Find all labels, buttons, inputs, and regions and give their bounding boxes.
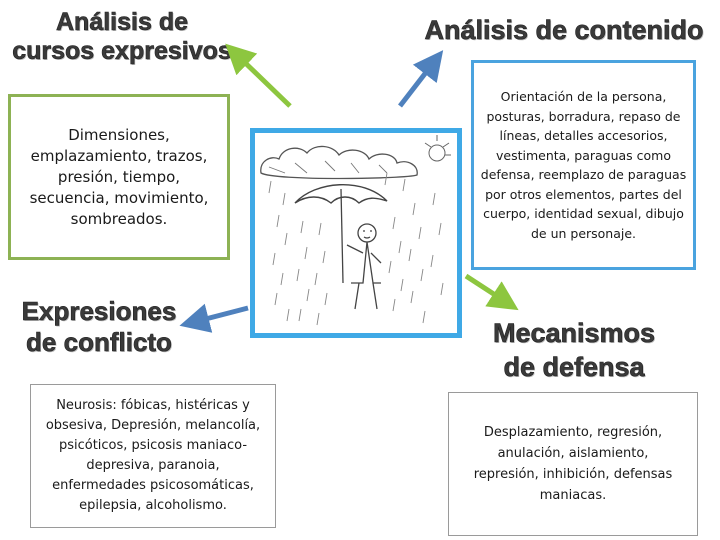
cloud-shape: [260, 145, 418, 180]
box-contenido-text: Orientación de la persona, posturas, bor…: [480, 89, 687, 241]
arrow-to-conflicto: [179, 303, 249, 333]
arrow-to-contenido: [398, 50, 444, 108]
box-contenido: Orientación de la persona, posturas, bor…: [471, 60, 696, 270]
heading-contenido: Análisis de contenido: [424, 15, 704, 46]
box-defensa-text: Desplazamiento, regresión, anulación, ai…: [473, 425, 673, 503]
arrow-to-expresivos: [225, 43, 292, 108]
rain-lines: [268, 172, 444, 326]
heading-expresivos-line2: cursos expresivos: [12, 37, 232, 66]
box-conflicto-text: Neurosis: fóbicas, histéricas y obsesiva…: [45, 398, 261, 513]
heading-defensa-line1: Mecanismos: [492, 318, 656, 349]
box-expresivos-text: Dimensiones, emplazamiento, trazos, pres…: [29, 125, 209, 228]
heading-defensa: Mecanismos de defensa: [476, 316, 672, 384]
heading-defensa-line2: de defensa: [503, 352, 645, 383]
person-figure: [346, 223, 382, 310]
box-defensa: Desplazamiento, regresión, anulación, ai…: [448, 392, 698, 536]
heading-expresivos-line1: Análisis de: [56, 8, 189, 37]
heading-conflicto-line1: Expresiones: [21, 296, 177, 327]
heading-conflicto: Expresiones de conflicto: [6, 296, 192, 358]
center-drawing-frame: [250, 128, 462, 338]
umbrella-canopy: [294, 183, 388, 204]
rain-person-drawing: [260, 135, 451, 326]
box-conflicto: Neurosis: fóbicas, histéricas y obsesiva…: [30, 384, 276, 528]
heading-expresivos: Análisis de cursos expresivos: [0, 8, 248, 66]
box-expresivos: Dimensiones, emplazamiento, trazos, pres…: [8, 94, 230, 260]
sun-scribble: [424, 135, 451, 162]
arrow-to-defensa: [464, 273, 519, 311]
heading-conflicto-line2: de conflicto: [26, 327, 173, 358]
